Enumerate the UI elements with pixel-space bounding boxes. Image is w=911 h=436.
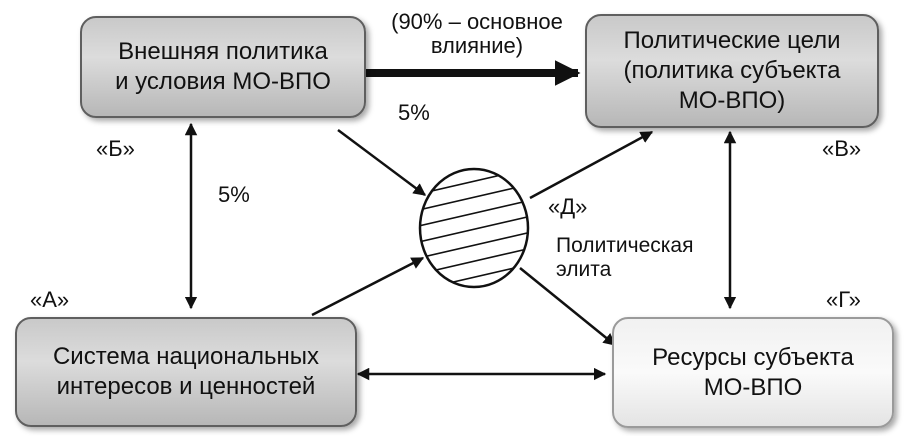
box-v-line-1: Политические цели	[623, 27, 841, 54]
main-influence-line-1: (90% – основное	[391, 9, 563, 34]
box-national-interests: Система национальных интересов и ценност…	[15, 317, 357, 427]
box-g-line-2: МО-ВПО	[703, 373, 803, 401]
box-b-line-1: Внешняя политика	[118, 38, 328, 65]
elite-caption-line-1: Политическая	[556, 234, 694, 257]
box-foreign-policy: Внешняя политика и условия МО-ВПО	[80, 16, 366, 118]
label-g: «Г»	[826, 287, 861, 312]
pct-top: 5%	[398, 100, 430, 125]
arrow-a-to-elite	[311, 256, 425, 317]
arrow-elite-to-v	[529, 130, 654, 200]
pct-left: 5%	[218, 182, 250, 207]
box-political-goals: Политические цели (политика субъекта МО-…	[585, 14, 879, 128]
arrow-elite-to-g	[519, 267, 616, 346]
box-a-line-2: интересов и ценностей	[56, 373, 316, 400]
label-a: «А»	[30, 287, 70, 312]
main-influence-note: (90% – основное влияние)	[376, 10, 578, 58]
box-resources: Ресурсы субъекта МО-ВПО	[612, 317, 894, 428]
box-g-line-1: Ресурсы субъекта	[652, 343, 854, 371]
elite-caption: Политическая элита	[556, 234, 693, 282]
box-b-line-2: и условия МО-ВПО	[115, 68, 331, 95]
box-v-line-3: МО-ВПО)	[678, 87, 786, 114]
box-v-line-2: (политика субъекта	[623, 57, 841, 84]
box-a-line-1: Система национальных	[52, 343, 320, 370]
label-b: «Б»	[96, 136, 135, 161]
elite-caption-line-2: элита	[556, 258, 612, 281]
arrow-b-to-elite	[337, 128, 427, 197]
label-d: «Д»	[548, 194, 588, 219]
main-influence-line-2: влияние)	[430, 33, 524, 58]
label-v: «В»	[822, 136, 862, 161]
elite-circle	[418, 167, 530, 289]
